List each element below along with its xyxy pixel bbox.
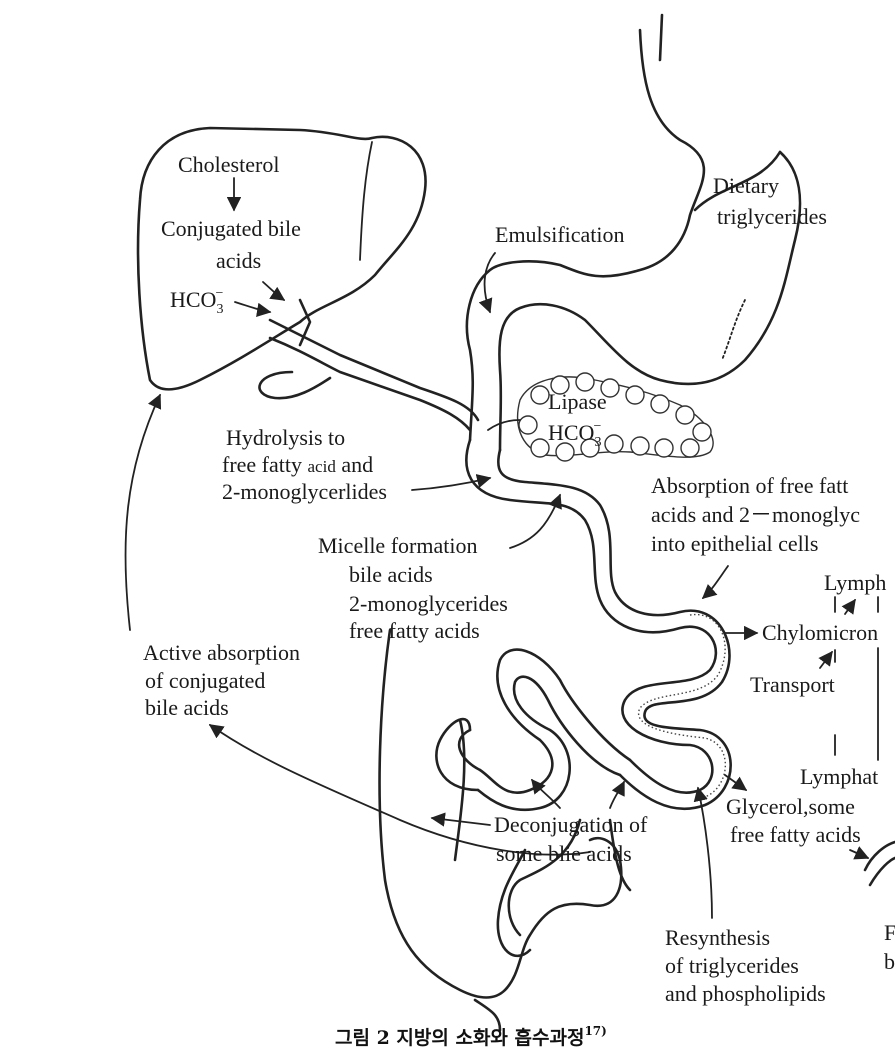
label-edge-b: b [884,949,895,974]
label-active-1: Active absorption [143,640,300,665]
label-lipase: Lipase [548,389,607,414]
label-dietary-1: Dietary [713,173,779,198]
label-micelle-3: 2-monoglycerides [349,591,508,616]
label-glycerol-1: Glycerol,some [726,794,855,819]
label-active-3: bile acids [145,695,229,720]
gallbladder-and-ducts [258,298,480,432]
labels: Cholesterol Conjugated bile acids HCO3− … [143,152,895,1049]
label-emulsification: Emulsification [495,222,625,247]
label-chylomicron: Chylomicron [762,620,878,645]
figure-caption: 그림 2 지방의 소화와 흡수과정17) [335,1024,607,1049]
label-hydrolysis-2: free fatty acid and [222,452,373,477]
label-hydrolysis-1: Hydrolysis to [226,425,345,450]
label-conjugated-bile-1: Conjugated bile [161,216,301,241]
label-resynth-3: and phospholipids [665,981,826,1006]
small-intestine-drawing [378,438,895,1032]
label-lymph: Lymph [824,570,886,595]
lymph-lines [834,596,879,761]
label-edge-f: F [884,920,895,945]
label-deconj-1: Deconjugation of [494,812,648,837]
label-conjugated-bile-2: acids [216,248,261,273]
label-micelle-4: free fatty acids [349,618,480,643]
label-hydrolysis-3: 2-monoglycerlides [222,479,387,504]
label-absorption-1: Absorption of free fatt [651,473,848,498]
flow-arrows [124,177,870,919]
label-dietary-2: triglycerides [717,204,827,229]
label-resynth-2: of triglycerides [665,953,799,978]
label-glycerol-2: free fatty acids [730,822,861,847]
label-resynth-1: Resynthesis [665,925,770,950]
label-micelle-2: bile acids [349,562,433,587]
label-lymphat: Lymphat [800,764,878,789]
pancreas-drawing [487,372,714,462]
label-transport: Transport [750,672,835,697]
stomach-drawing [465,13,802,452]
label-cholesterol: Cholesterol [178,152,279,177]
label-micelle-1: Micelle formation [318,533,477,558]
label-absorption-3: into epithelial cells [651,531,818,556]
label-absorption-2: acids and 2－monoglyc [651,502,860,527]
label-active-2: of conjugated [145,668,265,693]
label-hco3-pancreas: HCO3− [548,419,601,450]
label-deconj-2: some blie acids [496,841,632,866]
label-hco3-liver: HCO3− [170,286,223,317]
liver-drawing [136,126,427,391]
